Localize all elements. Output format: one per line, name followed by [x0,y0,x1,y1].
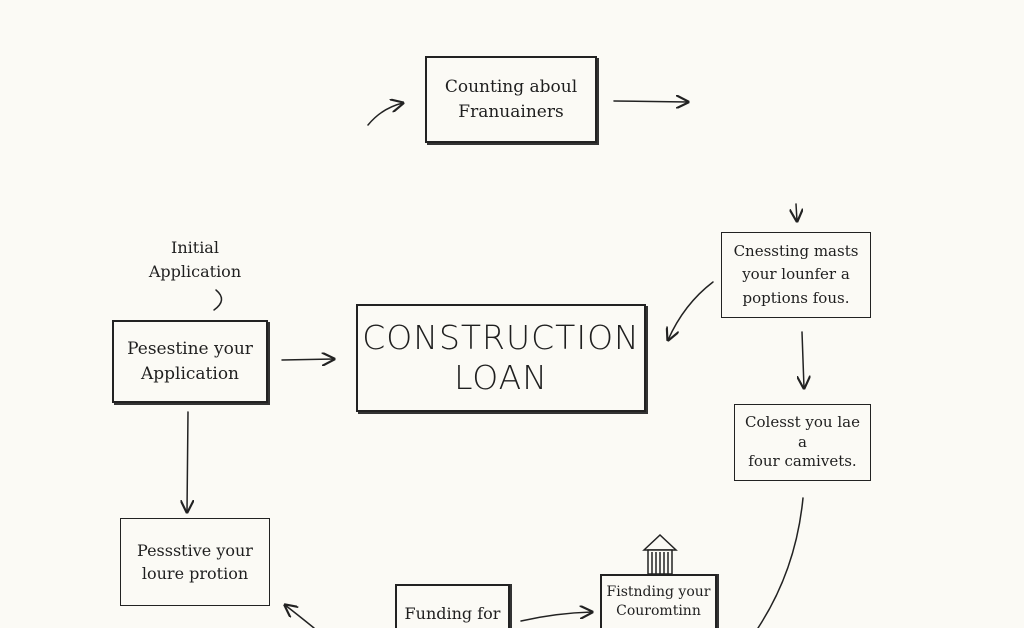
top-step-box: Counting aboul Franuainers [425,56,597,143]
right-box1-line-2: your lounfer a [742,265,850,284]
application-step-box: Pesestine your Application [112,320,268,403]
left-box-line-2: Application [140,363,240,384]
arrow-mid-to-bottom-right [520,612,592,622]
right-box2-line-3: four camivets. [748,452,857,471]
left-note-line-1: Initial [171,238,219,257]
arrow-left-box-to-bottom-left [187,411,188,512]
bottom-mid-line-1: Funding for [404,604,501,623]
arrow-into-bottom-left [285,605,315,628]
bottom-right-step-box: Fistnding your Couromtinn [600,574,717,628]
right-step-box-2: Colesst you lae a four camivets. [734,404,871,481]
arrow-right-box1-to-right-box2 [802,331,804,388]
right-step-box-1: Cnessting masts your lounfer a poptions … [721,232,871,318]
bottom-left-line-2: loure protion [141,564,249,583]
bottom-left-line-1: Pessstive your [137,540,253,560]
arrow-into-top-box [367,103,403,126]
construction-loan-center-box: CONSTRUCTION LOAN [356,304,646,412]
center-title-line-2: LOAN [454,358,548,397]
funding-step-box: Funding for [395,584,510,628]
note-curl [213,289,223,311]
center-title-line-1: CONSTRUCTION [362,318,640,358]
bottom-right-line-2: Couromtinn [616,602,701,619]
bottom-left-step-box: Pessstive your loure protion [120,518,270,606]
house-icon [642,533,678,575]
top-box-line-1: Counting aboul [444,76,578,97]
right-box2-line-2: a [798,432,807,451]
right-box2-line-1: Colesst you lae [745,413,860,432]
right-box1-line-3: poptions fous. [742,288,850,307]
right-box1-line-1: Cnessting masts [733,242,859,261]
bottom-right-line-1: Fistnding your [606,584,711,600]
top-box-line-2: Franuainers [458,101,564,122]
left-note-line-2: Application [148,262,242,281]
arrow-right-box1-to-center [668,281,714,340]
initial-application-note: Initial Application [140,236,250,284]
arrow-down-to-right-box1 [796,203,797,221]
arrow-left-box-to-center [281,359,334,360]
left-box-line-1: Pesestine your [127,338,253,359]
arrow-right-box2-down [757,497,804,628]
arrow-top-to-right [613,101,688,102]
